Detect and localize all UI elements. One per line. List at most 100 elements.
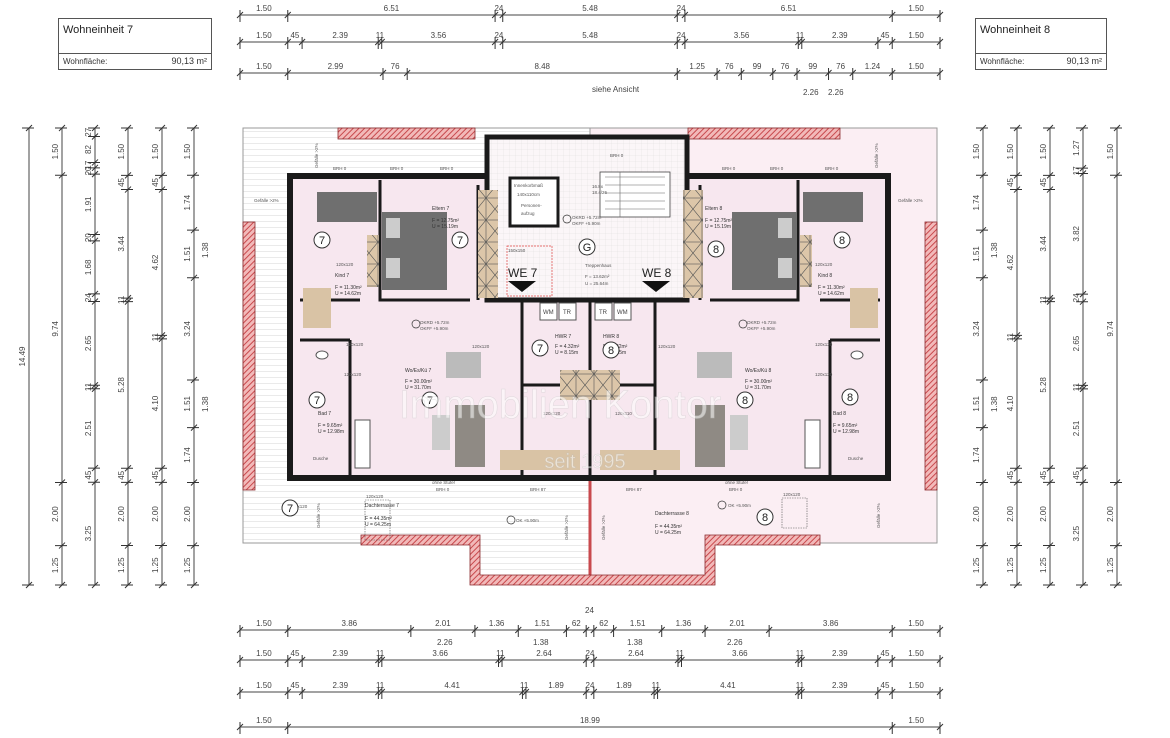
- dimension-label: 1.50: [908, 681, 924, 690]
- dimension-tick: [888, 10, 896, 22]
- level-label: OKRD +5.72m: [572, 215, 602, 220]
- dimension-label: 11: [376, 649, 385, 658]
- dimension-label: 6.51: [384, 4, 400, 13]
- kitchen: [600, 450, 680, 470]
- dimension-tick: [936, 655, 944, 667]
- dimension-tick: [88, 581, 100, 589]
- unit-7-entrance-label: WE 7: [508, 266, 538, 280]
- elevator-shaft: [508, 176, 560, 228]
- dimension-label: 45: [1006, 177, 1015, 186]
- level-label: OKRD +5.72m: [420, 320, 450, 325]
- dimension-tick: [155, 464, 167, 472]
- unit-number: 7: [319, 235, 325, 247]
- dimension-tick: [650, 687, 658, 699]
- room-perimeter: U = 25.64m: [585, 281, 609, 286]
- dimension-tick: [379, 68, 387, 80]
- dimension-tick: [610, 625, 617, 637]
- slope-label: Gefälle >2%: [254, 198, 279, 203]
- parapet: [337, 127, 476, 140]
- dimension-label: 1.74: [972, 194, 981, 210]
- dimension-tick: [673, 37, 681, 49]
- dimension-label: 4.62: [151, 254, 160, 270]
- slope-label: Gefälle >2%: [314, 143, 319, 168]
- dimension-tick: [1076, 290, 1088, 298]
- dimension-tick: [121, 171, 133, 179]
- washer: [539, 302, 558, 321]
- label: BRH 0: [390, 166, 404, 171]
- dimension-tick: [403, 68, 411, 80]
- parapet: [924, 221, 938, 491]
- dimension-tick: [495, 655, 502, 667]
- dimension-label: 99: [808, 62, 817, 71]
- level-label: OKFF +5.90m: [747, 326, 776, 331]
- dimension-tick: [849, 68, 857, 80]
- unit-8-entrance-label: WE 8: [642, 266, 672, 280]
- dimension-label: 1.25: [151, 557, 160, 573]
- dimension-tick: [1110, 542, 1122, 549]
- kitchen: [500, 450, 580, 470]
- dimension-label: 45: [291, 681, 300, 690]
- staircase: [599, 171, 671, 218]
- dimension-tick: [654, 687, 661, 699]
- slope-label: Gefälle >2%: [874, 143, 879, 168]
- dimension-tick: [121, 479, 133, 486]
- room-name: HWR 8: [603, 334, 619, 340]
- dimension-tick: [88, 170, 100, 178]
- label: BRH 0: [610, 153, 624, 158]
- dimension-label: 1.36: [676, 619, 692, 628]
- dimension-label: 1.51: [972, 246, 981, 262]
- dimension-tick: [976, 424, 988, 431]
- dimension-label: 1.50: [256, 31, 272, 40]
- dimension-tick: [55, 581, 67, 589]
- dimension-tick: [798, 37, 806, 49]
- dimension-tick: [673, 10, 681, 22]
- room-area: F = 30.00m²: [745, 379, 772, 385]
- dimension-tick: [1010, 332, 1022, 339]
- dimension-label: 3.44: [117, 235, 126, 251]
- unit-8-area-label: Wohnfläche:: [980, 57, 1025, 66]
- dimension-label: 1.38: [201, 242, 210, 258]
- washer-label: WM: [543, 310, 554, 316]
- dimension-label: 6.51: [781, 4, 797, 13]
- dimension-tick: [1010, 464, 1022, 472]
- dimension-label: 3.24: [183, 321, 192, 337]
- slope-label: Gefälle >2%: [316, 503, 321, 528]
- dimension-label: 9.74: [51, 321, 60, 337]
- dimension-label: 1.24: [865, 62, 881, 71]
- stair-dims: 16.8x: [592, 184, 604, 189]
- dimension-tick: [976, 542, 988, 549]
- label: BRH 0: [333, 166, 347, 171]
- dimension-label: 45: [151, 470, 160, 479]
- label: BRH 0: [825, 166, 839, 171]
- wardrobe: [478, 190, 498, 298]
- dimension-label: 2.00: [51, 506, 60, 522]
- dimension-label: 24: [494, 31, 503, 40]
- dimension-label: 2.00: [972, 506, 981, 522]
- unit-marker: [421, 391, 439, 409]
- dimension-tick: [1043, 294, 1055, 302]
- dimension-extras: siehe Ansicht 2.26 2.26 24 2.26 1.38 1.3…: [201, 85, 999, 647]
- bathtub: [354, 419, 371, 469]
- unit-number: 7: [537, 343, 543, 355]
- dimension-label: 1.50: [908, 31, 924, 40]
- bed: [803, 192, 863, 222]
- dimension-label: 11: [376, 681, 385, 690]
- storage: [590, 370, 620, 400]
- dimension-label: 1.36: [489, 619, 505, 628]
- dimension-label: 82: [84, 144, 93, 153]
- dimension-label: 45: [1072, 470, 1081, 479]
- dimension-tick: [1076, 164, 1088, 172]
- dimension-label: 11: [652, 681, 661, 690]
- dimension-tick: [88, 237, 100, 245]
- sofa: [695, 405, 725, 467]
- lift-name: aufzug: [521, 211, 535, 216]
- room-name: Kind 7: [335, 273, 349, 279]
- label: 120x120: [815, 372, 833, 377]
- dimension-label: 1.50: [256, 681, 272, 690]
- dimension-tick: [378, 687, 386, 699]
- room-name: Bad 7: [318, 411, 331, 417]
- dimension-label: 1.50: [908, 4, 924, 13]
- dimension-label: 1.25: [117, 557, 126, 573]
- toilet: [850, 350, 864, 360]
- label: 120x120: [543, 411, 561, 416]
